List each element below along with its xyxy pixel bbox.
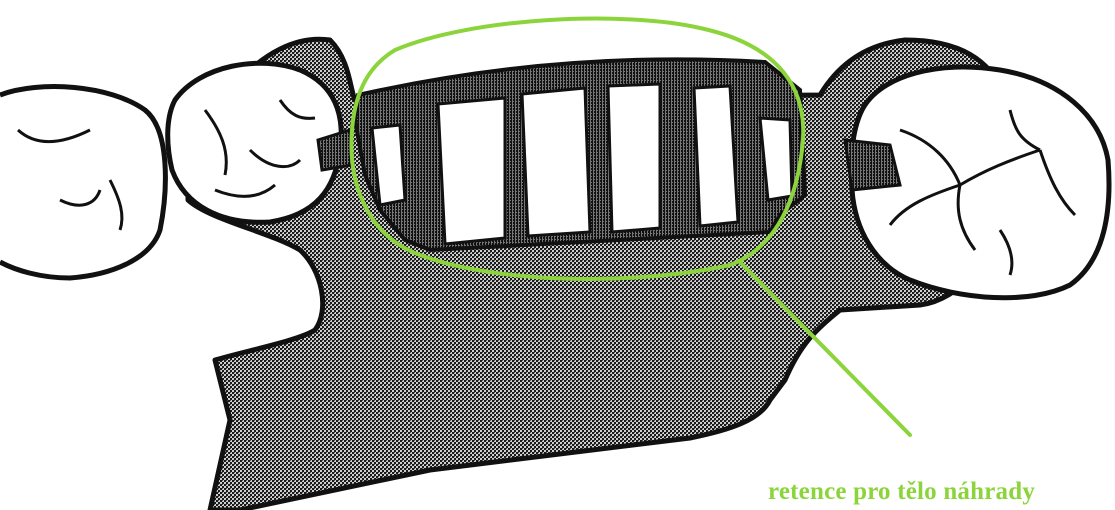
annotation-label: retence pro tělo náhrady [768,478,1035,506]
left-outer-tooth [0,87,165,278]
right-rest [845,140,900,190]
left-premolar [168,63,341,222]
